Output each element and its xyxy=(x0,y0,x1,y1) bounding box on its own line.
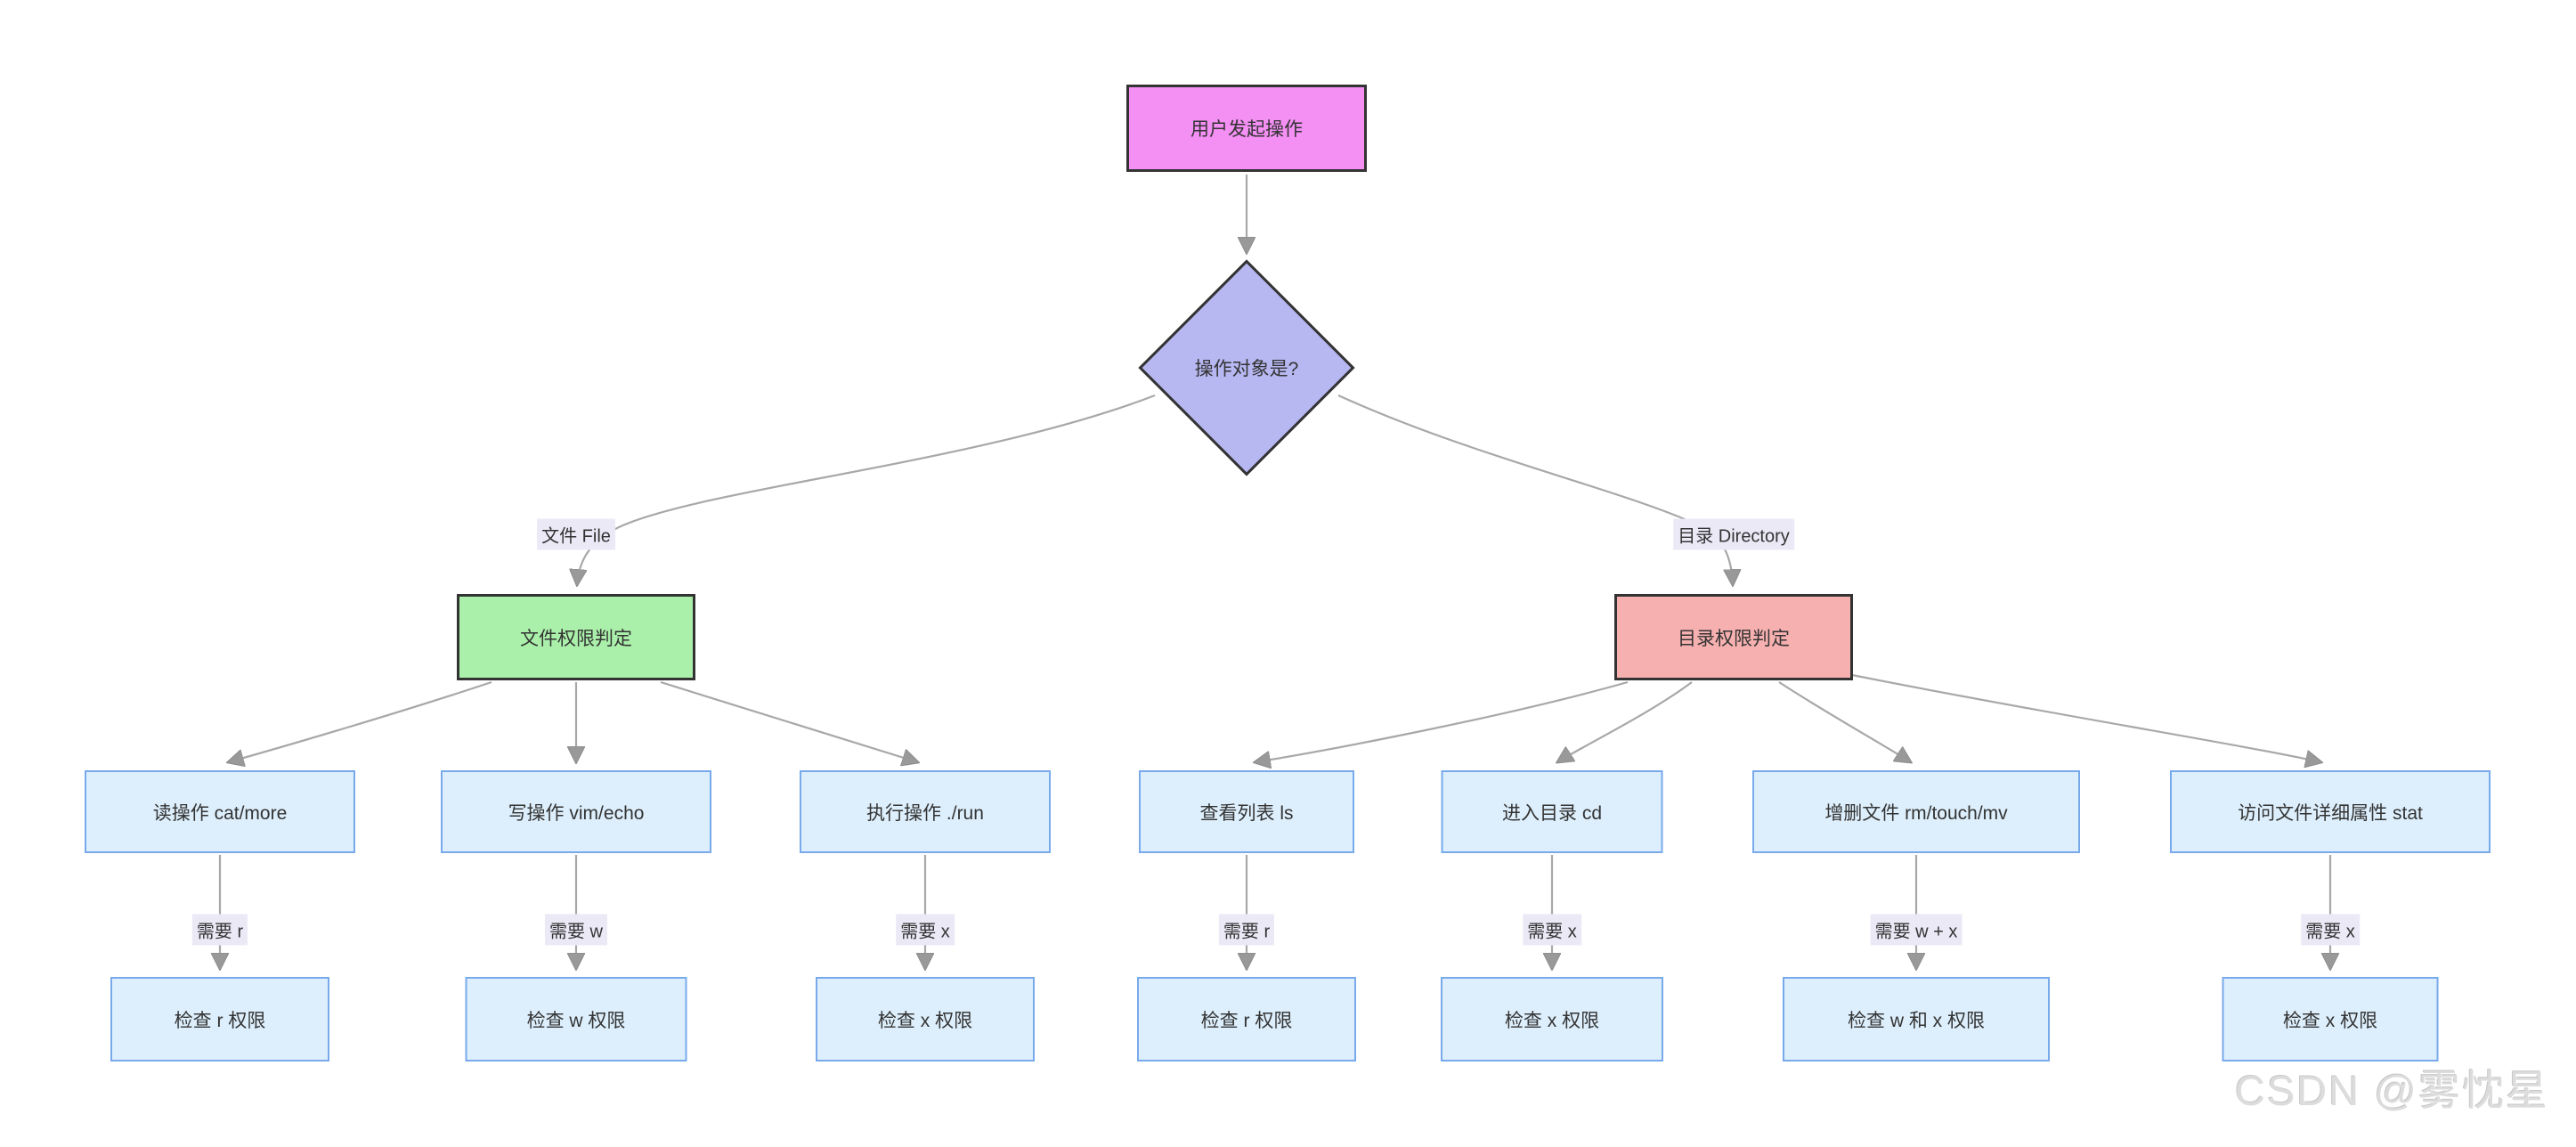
node-dir-stat: 访问文件详细属性 stat xyxy=(2170,770,2491,853)
edge-label-need-w-file: 需要 w xyxy=(545,914,607,946)
node-user-action-label: 用户发起操作 xyxy=(1190,119,1303,140)
node-check-r-file: 检查 r 权限 xyxy=(110,977,329,1062)
csdn-watermark: CSDN @雾忱星 xyxy=(2235,1067,2549,1114)
node-check-r-dir-label: 检查 r 权限 xyxy=(1200,1010,1293,1031)
edge-label-need-wx-dir: 需要 w + x xyxy=(1870,914,1962,946)
node-file-exec-label: 执行操作 ./run xyxy=(866,802,984,824)
node-check-x2-dir: 检查 x 权限 xyxy=(2222,977,2439,1062)
node-dir-permission: 目录权限判定 xyxy=(1614,594,1853,680)
edge-dir-stat xyxy=(1851,673,2321,762)
node-dir-cd-label: 进入目录 cd xyxy=(1501,802,1602,824)
node-dir-ls: 查看列表 ls xyxy=(1139,770,1354,853)
edge-dir-ls xyxy=(1255,680,1629,762)
node-check-w-file: 检查 w 权限 xyxy=(465,977,687,1062)
node-dir-permission-label: 目录权限判定 xyxy=(1678,628,1790,649)
node-dir-stat-label: 访问文件详细属性 stat xyxy=(2238,802,2423,824)
node-file-permission-label: 文件权限判定 xyxy=(520,628,632,649)
edge-decision-file xyxy=(577,394,1156,585)
node-check-r-file-label: 检查 r 权限 xyxy=(174,1010,266,1031)
edge-label-file: 文件 File xyxy=(537,518,615,550)
node-file-exec: 执行操作 ./run xyxy=(800,770,1051,853)
node-file-permission: 文件权限判定 xyxy=(457,594,695,680)
node-file-write-label: 写操作 vim/echo xyxy=(508,802,645,824)
node-user-action: 用户发起操作 xyxy=(1126,85,1367,172)
node-check-wx-dir: 检查 w 和 x 权限 xyxy=(1783,977,2050,1062)
node-check-x-file-label: 检查 x 权限 xyxy=(877,1010,973,1031)
node-check-wx-dir-label: 检查 w 和 x 权限 xyxy=(1847,1010,1985,1031)
edge-dir-cd xyxy=(1557,681,1693,762)
node-check-x2-dir-label: 检查 x 权限 xyxy=(2282,1010,2378,1031)
edge-label-need-r-file: 需要 r xyxy=(191,914,248,946)
edge-label-directory: 目录 Directory xyxy=(1673,518,1794,550)
edge-label-need-x2-dir: 需要 x xyxy=(2301,914,2360,946)
node-dir-modify-label: 增删文件 rm/touch/mv xyxy=(1824,802,2008,824)
node-dir-modify: 增删文件 rm/touch/mv xyxy=(1752,770,2080,853)
node-check-x-dir: 检查 x 权限 xyxy=(1441,977,1663,1062)
edge-dir-modify xyxy=(1778,681,1911,762)
node-dir-cd: 进入目录 cd xyxy=(1441,770,1663,853)
node-check-r-dir: 检查 r 权限 xyxy=(1137,977,1356,1062)
edge-label-need-x-dir: 需要 x xyxy=(1523,914,1581,946)
node-file-write: 写操作 vim/echo xyxy=(441,770,711,853)
decision-diamond-label: 操作对象是? xyxy=(1194,359,1299,379)
edge-label-need-x-file: 需要 x xyxy=(896,914,955,946)
node-dir-ls-label: 查看列表 ls xyxy=(1199,802,1294,824)
node-check-x-dir-label: 检查 x 权限 xyxy=(1504,1010,1600,1031)
node-check-w-file-label: 检查 w 权限 xyxy=(526,1010,626,1031)
edge-file-exec xyxy=(660,680,918,762)
edge-file-read xyxy=(228,680,492,762)
node-file-read: 读操作 cat/more xyxy=(85,770,355,853)
edge-label-need-r-dir: 需要 r xyxy=(1218,914,1275,946)
edge-decision-dir xyxy=(1337,394,1733,585)
node-check-x-file: 检查 x 权限 xyxy=(816,977,1035,1062)
node-file-read-label: 读操作 cat/more xyxy=(152,802,288,824)
